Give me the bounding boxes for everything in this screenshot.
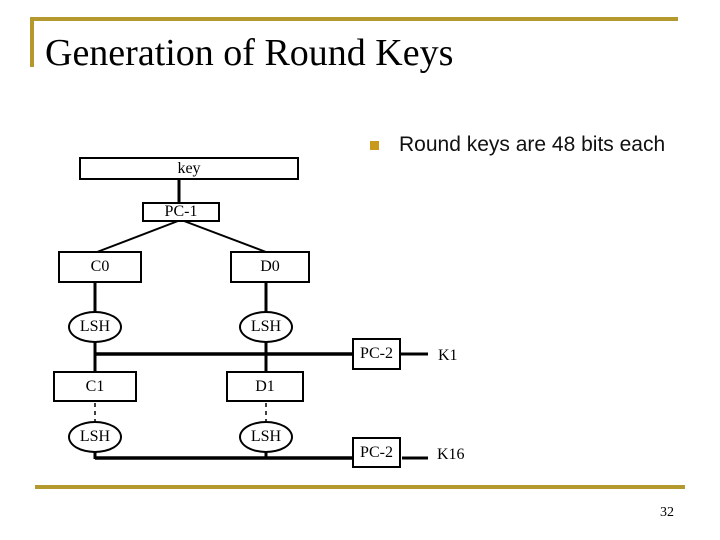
node-d0: D0 [230, 251, 310, 283]
node-pc1: PC-1 [142, 202, 220, 222]
label-k16: K16 [437, 446, 465, 463]
node-lsh-row1-right-label: LSH [250, 318, 282, 335]
node-lsh-row2-right: LSH [239, 421, 293, 453]
node-lsh-row1-left-label: LSH [79, 318, 111, 335]
node-lsh-row2-left: LSH [68, 421, 122, 453]
node-d0-label: D0 [260, 258, 280, 275]
node-pc2-row1-label: PC-2 [360, 345, 393, 362]
node-lsh-row2-left-label: LSH [79, 428, 111, 445]
node-pc2-row2-label: PC-2 [360, 443, 393, 461]
node-pc1-label: PC-1 [164, 203, 198, 220]
node-pc2-row2: PC-2 [352, 437, 401, 468]
bullet-square-icon [370, 141, 379, 150]
bullet-item: Round keys are 48 bits each [370, 131, 680, 159]
node-lsh-row2-right-label: LSH [250, 428, 282, 445]
node-c1: C1 [53, 371, 137, 402]
node-c0-label: C0 [90, 258, 110, 275]
bullet-text: Round keys are 48 bits each [399, 133, 666, 156]
slide-title: Generation of Round Keys [45, 32, 454, 74]
page-number: 32 [660, 505, 674, 520]
node-key: key [79, 157, 299, 180]
node-pc2-row1: PC-2 [352, 338, 401, 370]
bottom-accent-line [35, 485, 685, 489]
left-accent-bar [30, 17, 34, 67]
node-d1: D1 [226, 371, 304, 402]
node-d1-label: D1 [255, 377, 275, 395]
node-key-label: key [177, 159, 201, 177]
label-k1: K1 [438, 347, 458, 364]
top-accent-line [30, 17, 678, 21]
node-c0: C0 [58, 251, 142, 283]
node-lsh-row1-left: LSH [68, 311, 122, 343]
node-lsh-row1-right: LSH [239, 311, 293, 343]
node-c1-label: C1 [85, 377, 105, 395]
